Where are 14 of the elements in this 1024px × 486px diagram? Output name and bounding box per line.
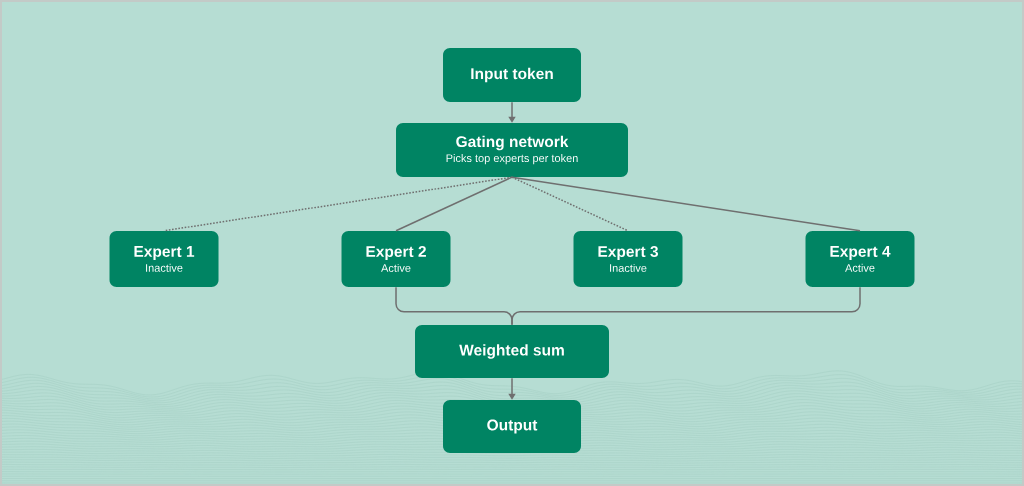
process-box: Weighted sum xyxy=(415,325,609,378)
process-box: Expert 3 Inactive xyxy=(573,231,683,287)
process-box: Gating network Picks top experts per token xyxy=(396,123,628,177)
connector-line xyxy=(511,176,861,232)
connector-line xyxy=(511,286,861,326)
process-box: Output xyxy=(443,400,581,453)
connector-line xyxy=(395,176,513,232)
arrow xyxy=(508,377,516,400)
arrow xyxy=(508,101,516,123)
connector-line xyxy=(163,176,513,232)
process-box: Input token xyxy=(443,48,581,102)
process-box: Expert 4 Active xyxy=(805,231,915,287)
process-box: Expert 1 Inactive xyxy=(109,231,219,287)
process-box: Expert 2 Active xyxy=(341,231,451,287)
